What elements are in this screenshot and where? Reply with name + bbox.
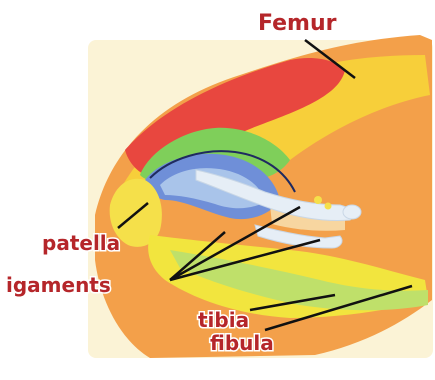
- label-fibula: fibula: [210, 331, 274, 355]
- joint-nodule-1: [314, 196, 322, 204]
- joint-nodule-2: [325, 203, 332, 210]
- label-tibia: tibia: [198, 308, 249, 332]
- ligament-end-knob: [343, 205, 361, 219]
- label-femur: Femur: [258, 11, 337, 36]
- label-patella: patella: [42, 231, 120, 255]
- label-ligaments: igaments: [6, 273, 111, 297]
